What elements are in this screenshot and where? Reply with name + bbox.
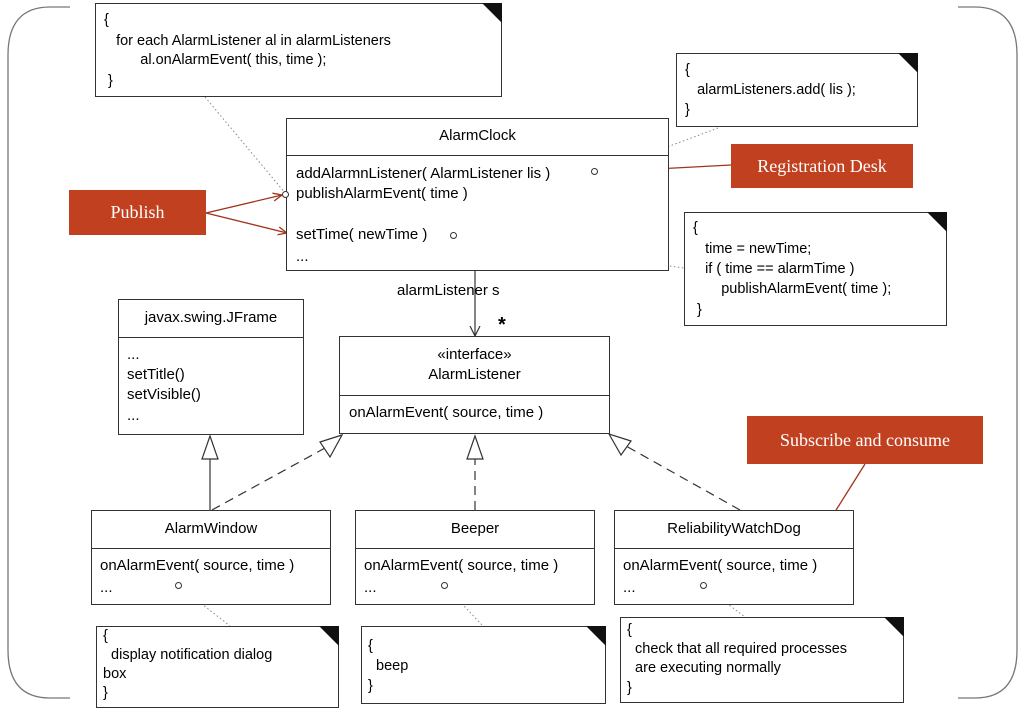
note-line: { xyxy=(693,220,698,236)
callout-registration-desk: Registration Desk xyxy=(731,144,913,188)
method-on-alarm-event[interactable]: onAlarmEvent( source, time ) xyxy=(623,557,818,574)
class-name: AlarmClock xyxy=(439,127,516,144)
note-line: display notification dialog xyxy=(103,647,273,663)
class-name: Beeper xyxy=(450,520,500,537)
port-watchdog xyxy=(700,582,707,589)
note-link-publish xyxy=(204,96,287,195)
interface-stereotype: «interface» xyxy=(437,346,512,363)
note-line: alarmListeners.add( lis ); xyxy=(685,82,856,98)
jframe-class[interactable]: javax.swing.JFrame ... setTitle() setVis… xyxy=(118,299,304,435)
more-methods: ... xyxy=(623,579,636,596)
note-add-listener: { alarmListeners.add( lis ); } xyxy=(676,53,918,127)
note-line: are executing normally xyxy=(627,660,781,676)
class-divider xyxy=(340,395,609,396)
publish-arrow-1 xyxy=(205,195,282,214)
callout-label: Publish xyxy=(110,202,165,222)
note-watchdog: { check that all required processes are … xyxy=(620,617,904,703)
note-publish-loop: { for each AlarmListener al in alarmList… xyxy=(95,3,502,97)
association-role-label: alarmListener s xyxy=(397,282,500,299)
class-divider xyxy=(119,337,303,338)
note-line: } xyxy=(368,678,373,694)
jframe-op[interactable]: setVisible() xyxy=(127,386,201,403)
note-line: publishAlarmEvent( time ); xyxy=(693,281,892,297)
note-window: { display notification dialog box } xyxy=(96,626,339,708)
class-divider xyxy=(92,548,330,549)
note-fold xyxy=(482,3,502,23)
note-line: for each AlarmListener al in alarmListen… xyxy=(104,33,391,49)
note-line: } xyxy=(104,73,113,89)
class-name: AlarmWindow xyxy=(164,520,258,537)
class-divider xyxy=(287,155,668,156)
publish-arrow-2 xyxy=(205,212,287,233)
slide-frame-right xyxy=(958,6,1018,699)
note-line: time = newTime; xyxy=(693,241,812,257)
callout-label: Subscribe and consume xyxy=(780,429,950,450)
more-methods: ... xyxy=(296,248,309,265)
note-line: } xyxy=(103,685,108,701)
note-line: if ( time == alarmTime ) xyxy=(693,261,855,277)
jframe-op: ... xyxy=(127,346,140,363)
slide-frame-left xyxy=(7,6,70,699)
jframe-op: ... xyxy=(127,407,140,424)
method-add-listener[interactable]: addAlarmnListener( AlarmListener lis ) xyxy=(296,165,551,182)
note-line: beep xyxy=(368,658,409,674)
extends-triangle xyxy=(201,434,219,460)
beeper-class[interactable]: Beeper onAlarmEvent( source, time ) ... xyxy=(355,510,595,605)
more-methods: ... xyxy=(100,579,113,596)
method-set-time[interactable]: setTime( newTime ) xyxy=(296,226,428,243)
realize-triangle-watchdog xyxy=(607,432,632,457)
note-line: { xyxy=(104,12,109,28)
port-settime xyxy=(450,232,457,239)
port-beeper xyxy=(441,582,448,589)
watchdog-class[interactable]: ReliabilityWatchDog onAlarmEvent( source… xyxy=(614,510,854,605)
class-divider xyxy=(356,548,594,549)
callout-label: Registration Desk xyxy=(757,155,887,176)
note-line: box xyxy=(103,666,127,682)
method-publish-event[interactable]: publishAlarmEvent( time ) xyxy=(296,185,468,202)
alarmlistener-interface[interactable]: «interface» AlarmListener onAlarmEvent( … xyxy=(339,336,610,434)
note-line: } xyxy=(693,302,702,318)
note-fold xyxy=(884,617,904,637)
note-line: { xyxy=(627,622,632,638)
note-set-time: { time = newTime; if ( time == alarmTime… xyxy=(684,212,947,326)
alarmclock-class[interactable]: AlarmClock addAlarmnListener( AlarmListe… xyxy=(286,118,669,271)
note-line: { xyxy=(368,638,373,654)
class-name: javax.swing.JFrame xyxy=(144,309,278,326)
class-name: ReliabilityWatchDog xyxy=(667,520,801,537)
callout-subscribe: Subscribe and consume xyxy=(747,416,983,464)
port-publish xyxy=(282,191,289,198)
note-line: { xyxy=(685,62,690,78)
alarmwindow-class[interactable]: AlarmWindow onAlarmEvent( source, time )… xyxy=(91,510,331,605)
note-fold xyxy=(927,212,947,232)
method-on-alarm-event[interactable]: onAlarmEvent( source, time ) xyxy=(349,404,544,421)
note-fold xyxy=(586,626,606,646)
note-line: } xyxy=(685,102,690,118)
method-on-alarm-event[interactable]: onAlarmEvent( source, time ) xyxy=(364,557,559,574)
more-methods: ... xyxy=(364,579,377,596)
method-on-alarm-event[interactable]: onAlarmEvent( source, time ) xyxy=(100,557,295,574)
realize-triangle-beeper xyxy=(466,434,484,460)
port-window xyxy=(175,582,182,589)
note-link-window xyxy=(178,585,231,627)
note-beeper: { beep } xyxy=(361,626,606,704)
realize-triangle-window xyxy=(319,433,344,459)
port-add-listener xyxy=(591,168,598,175)
class-divider xyxy=(615,548,853,549)
jframe-op[interactable]: setTitle() xyxy=(127,366,185,383)
note-line: } xyxy=(627,680,632,696)
class-name: AlarmListener xyxy=(428,366,521,383)
association-multiplicity: * xyxy=(498,314,506,336)
note-line: { xyxy=(103,628,108,644)
realize-line-watchdog xyxy=(625,445,741,511)
note-line: al.onAlarmEvent( this, time ); xyxy=(104,52,327,68)
callout-publish: Publish xyxy=(69,190,206,235)
note-fold xyxy=(319,626,339,646)
realize-line-window xyxy=(211,447,326,511)
note-line: check that all required processes xyxy=(627,641,848,657)
note-fold xyxy=(898,53,918,73)
